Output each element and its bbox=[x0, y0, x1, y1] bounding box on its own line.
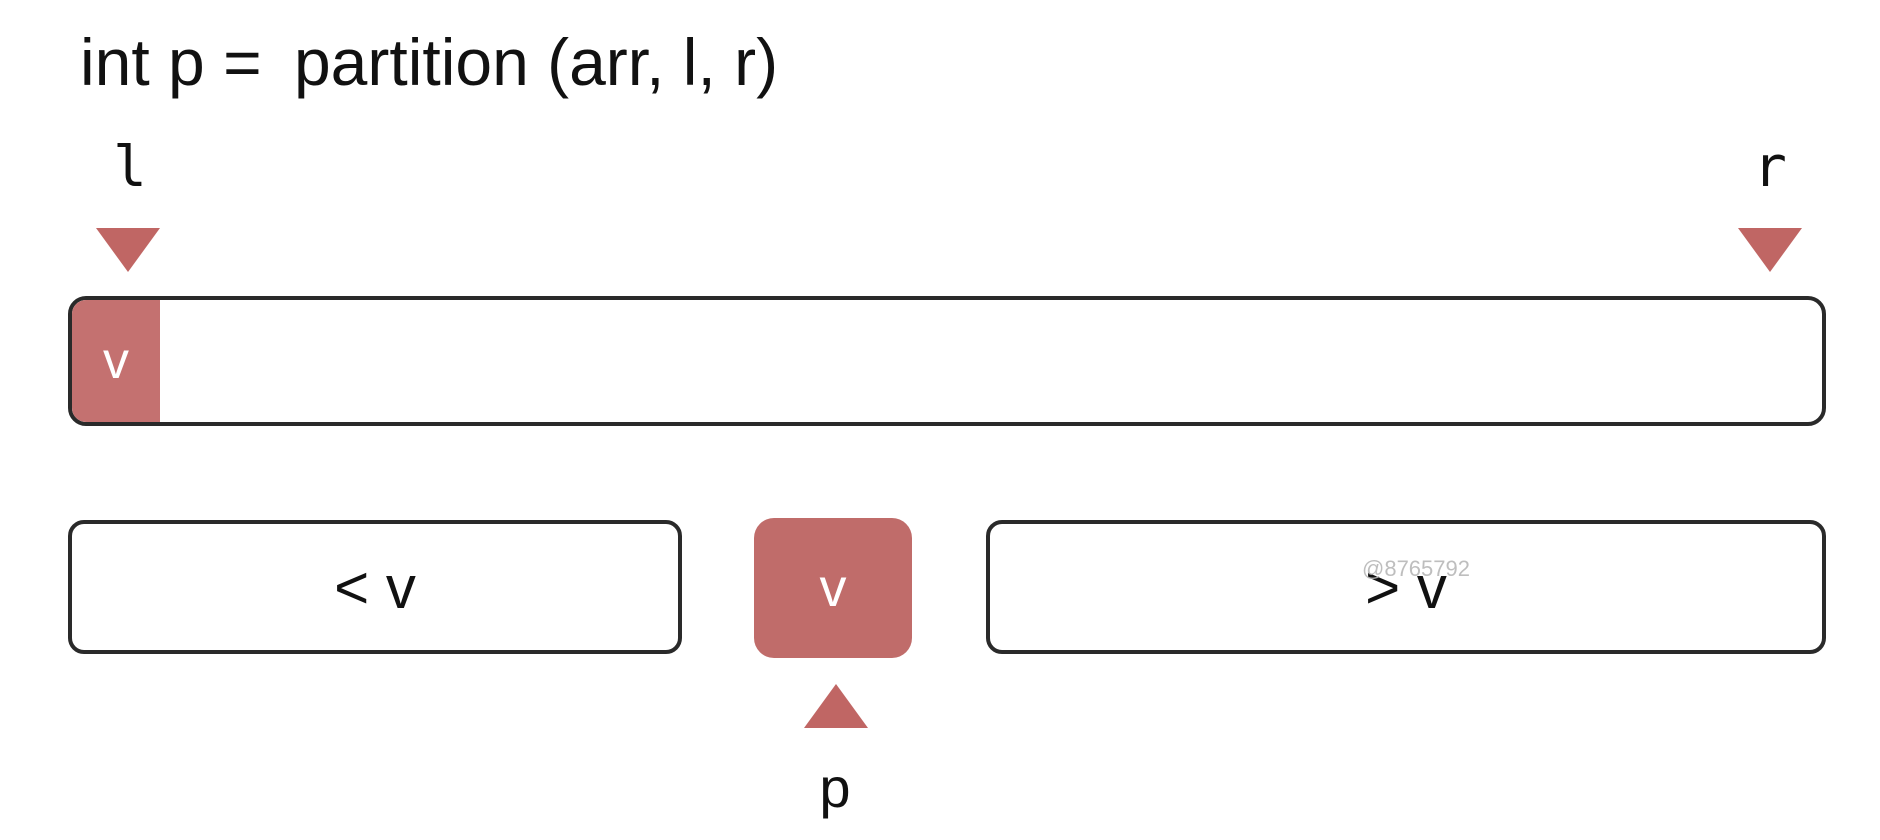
pointer-label-l: l bbox=[113, 135, 147, 200]
title-partition-call: partition (arr, l, r) bbox=[293, 25, 779, 99]
code-title: int p = partition (arr, l, r) bbox=[80, 22, 778, 102]
watermark: @8765792 bbox=[1362, 556, 1470, 581]
title-declaration: int p = bbox=[80, 25, 280, 99]
partition-less-than-pivot: < v bbox=[68, 520, 682, 654]
pointer-l-arrow-icon bbox=[96, 228, 160, 272]
pointer-r-arrow-icon bbox=[1738, 228, 1802, 272]
array-pivot-cell: v bbox=[72, 300, 160, 422]
pointer-p-arrow-icon bbox=[804, 684, 868, 728]
array-bar: v bbox=[68, 296, 1826, 426]
partition-pivot: v bbox=[754, 518, 912, 658]
pointer-label-p: p bbox=[819, 756, 851, 819]
pointer-label-r: r bbox=[1753, 135, 1787, 200]
partition-greater-than-pivot: > v bbox=[986, 520, 1826, 654]
